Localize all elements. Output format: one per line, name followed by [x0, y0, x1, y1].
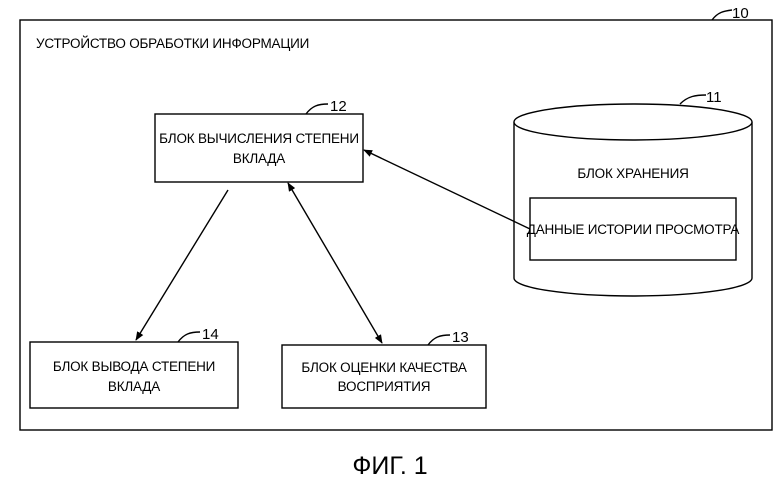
contribution-out-line1: БЛОК ВЫВОДА СТЕПЕНИ	[53, 359, 215, 374]
storage-cylinder-top	[514, 104, 752, 140]
device-title: УСТРОЙСТВО ОБРАБОТКИ ИНФОРМАЦИИ	[36, 36, 309, 51]
device-ref: 10	[732, 5, 749, 22]
quality-eval-ref: 13	[452, 329, 469, 346]
contribution-calc-line2: ВКЛАДА	[233, 151, 285, 166]
view-history-label: ДАННЫЕ ИСТОРИИ ПРОСМОТРА	[527, 222, 740, 237]
contribution-calc-box	[155, 114, 363, 182]
contribution-calc-ref: 12	[330, 98, 347, 115]
quality-eval-line2: ВОСПРИЯТИЯ	[338, 379, 431, 394]
contribution-out-line2: ВКЛАДА	[108, 379, 160, 394]
device-leader	[712, 10, 732, 20]
storage-ref: 11	[706, 89, 722, 106]
quality-eval-line1: БЛОК ОЦЕНКИ КАЧЕСТВА	[301, 360, 467, 375]
contribution-out-ref: 14	[202, 326, 219, 343]
quality-eval-box	[282, 345, 486, 408]
contribution-calc-line1: БЛОК ВЫЧИСЛЕНИЯ СТЕПЕНИ	[159, 131, 359, 146]
figure-caption: ФИГ. 1	[352, 452, 427, 480]
storage-block: 11 БЛОК ХРАНЕНИЯ ДАННЫЕ ИСТОРИИ ПРОСМОТР…	[514, 89, 752, 296]
storage-label: БЛОК ХРАНЕНИЯ	[577, 166, 688, 181]
contribution-out-box	[30, 342, 238, 408]
